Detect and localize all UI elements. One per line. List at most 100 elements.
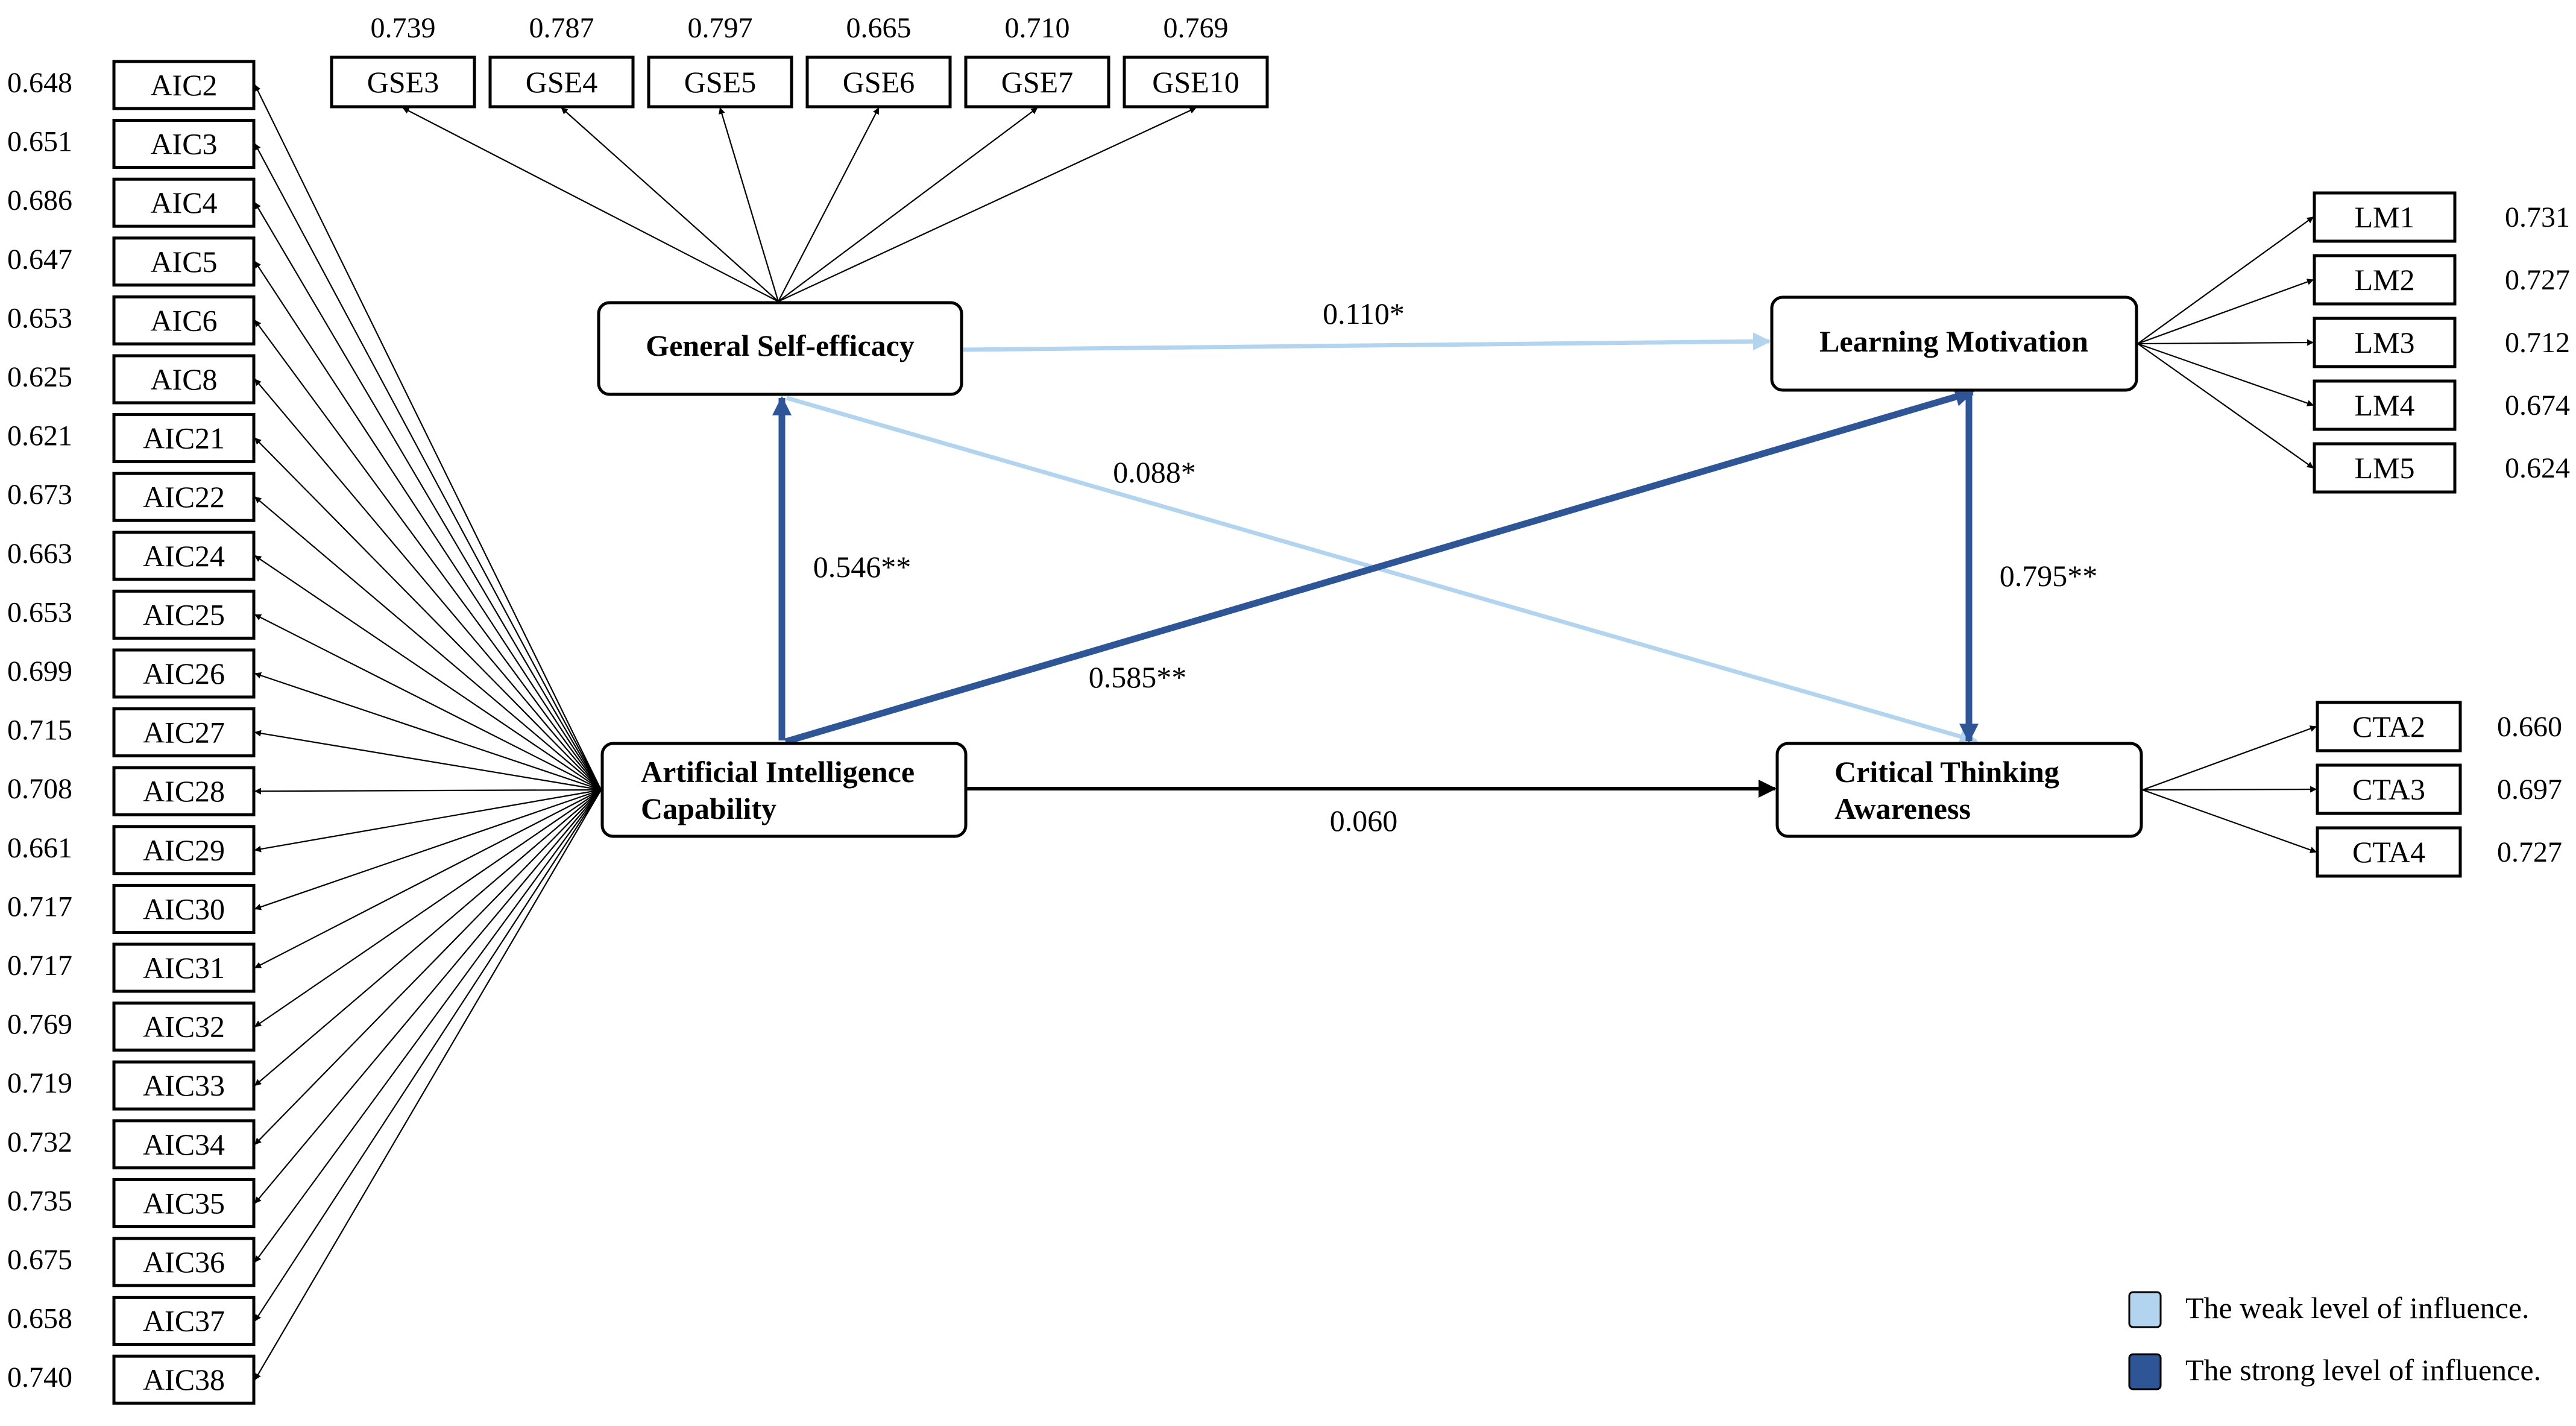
indicator-label: CTA4 [2352, 835, 2425, 869]
indicator-box [964, 55, 1110, 109]
indicator-box [112, 119, 256, 169]
indicator-gse6: GSE6 [805, 55, 952, 109]
arrow-aic-to-aic30 [254, 789, 602, 910]
indicator-box [112, 648, 256, 699]
loading-aic29: 0.661 [7, 832, 72, 864]
loading-aic25: 0.653 [7, 596, 72, 628]
indicator-box [112, 883, 256, 934]
arrow-aic-to-aic8 [254, 379, 602, 790]
indicator-box [112, 1296, 256, 1346]
indicator-label: AIC22 [143, 480, 225, 514]
arrow-aic-to-aic6 [254, 320, 602, 790]
arrow-aic-to-aic37 [254, 789, 602, 1322]
loading-cta2: 0.660 [2497, 711, 2562, 743]
arrow-aic-to-aic28 [254, 787, 602, 795]
loading-gse6: 0.665 [846, 12, 912, 44]
indicator-box [112, 1354, 256, 1405]
indicator-label: AIC29 [143, 833, 225, 867]
indicator-aic26: AIC26 [112, 648, 256, 699]
arrow-aic-to-aic21 [254, 437, 602, 790]
indicator-label: LM3 [2355, 326, 2415, 359]
indicator-aic38: AIC38 [112, 1354, 256, 1405]
indicator-box [112, 1060, 256, 1111]
construct-box [1770, 295, 2138, 392]
loading-gse7: 0.710 [1005, 12, 1070, 44]
indicator-aic3: AIC3 [112, 119, 256, 169]
indicator-box [2316, 701, 2462, 752]
loading-aic8: 0.625 [7, 361, 72, 393]
loading-lm5: 0.624 [2505, 452, 2570, 484]
loading-aic21: 0.621 [7, 420, 72, 452]
arrow-lm-to-lm3 [2137, 339, 2314, 346]
indicator-gse7: GSE7 [964, 55, 1110, 109]
legend: The weak level of influence. The strong … [2128, 1291, 2541, 1390]
indicator-arrows [254, 84, 2317, 1381]
indicator-aic36: AIC36 [112, 1237, 256, 1287]
indicator-label: CTA2 [2352, 710, 2425, 743]
indicator-label: AIC8 [150, 362, 217, 396]
indicator-label: CTA3 [2352, 772, 2425, 806]
construct-label: Learning Motivation [1819, 324, 2088, 358]
indicator-label: LM5 [2355, 451, 2415, 485]
arrow-aic-to-aic3 [254, 143, 602, 790]
arrow-lm-to-lm1 [2137, 216, 2314, 344]
indicator-box [2316, 826, 2462, 878]
construct-label: General Self-efficacy [646, 329, 915, 362]
loading-aic37: 0.658 [7, 1303, 72, 1335]
indicator-label: GSE3 [367, 65, 439, 99]
arrow-cta-to-cta2 [2142, 725, 2317, 791]
arrow-aic-to-aic36 [254, 789, 602, 1263]
indicator-gse4: GSE4 [488, 55, 635, 109]
arrow-lm-to-lm5 [2137, 343, 2314, 468]
legend-swatch-strong [2128, 1353, 2162, 1390]
arrow-aic-to-aic25 [254, 614, 602, 790]
indicator-box [647, 55, 793, 109]
indicator-box [112, 942, 256, 993]
loading-lm1: 0.731 [2505, 201, 2570, 233]
arrow-gse-to-gse4 [561, 107, 779, 302]
loading-aic22: 0.673 [7, 479, 72, 511]
indicator-aic31: AIC31 [112, 942, 256, 993]
indicator-label: LM2 [2355, 263, 2415, 297]
legend-label-strong: The strong level of influence. [2185, 1353, 2541, 1387]
construct-artificial-intelligence-capability: Artificial Intelligence Capability [600, 742, 968, 838]
indicator-label: GSE10 [1152, 65, 1239, 99]
indicator-label: AIC26 [143, 657, 225, 690]
arrow-lm-to-lm2 [2137, 279, 2314, 345]
indicator-boxes: AIC20.648AIC30.651AIC40.686AIC50.647AIC6… [7, 12, 2570, 1405]
arrow-aic-to-aic38 [254, 789, 602, 1381]
indicator-aic25: AIC25 [112, 589, 256, 640]
indicator-label: AIC24 [143, 539, 225, 573]
indicator-label: GSE7 [1001, 65, 1073, 99]
loading-aic24: 0.663 [7, 538, 72, 570]
coef-gse-cta: 0.088* [1113, 455, 1196, 489]
coef-lm-cta: 0.795** [2000, 559, 2098, 593]
arrow-aic-to-aic22 [254, 496, 602, 790]
indicator-aic24: AIC24 [112, 531, 256, 581]
indicator-lm5: LM5 [2313, 442, 2457, 494]
arrow-aic-to-aic4 [254, 202, 602, 790]
arrow-aic-to-aic33 [254, 789, 602, 1087]
indicator-box [112, 295, 256, 345]
arrow-gse-to-gse7 [778, 107, 1038, 302]
indicator-aic22: AIC22 [112, 472, 256, 522]
construct-label-line-2: Capability [641, 792, 776, 825]
indicator-aic5: AIC5 [112, 236, 256, 287]
indicator-box [2313, 191, 2457, 243]
indicator-lm4: LM4 [2313, 379, 2457, 431]
indicator-label: GSE4 [526, 65, 597, 99]
loading-lm3: 0.712 [2505, 327, 2570, 359]
loading-cta4: 0.727 [2497, 836, 2562, 868]
indicator-box [112, 472, 256, 522]
loading-aic5: 0.647 [7, 244, 72, 276]
arrow-lm-to-lm4 [2137, 342, 2314, 406]
indicator-label: AIC33 [143, 1068, 225, 1102]
indicator-label: AIC32 [143, 1010, 225, 1044]
legend-swatch-weak [2128, 1291, 2162, 1328]
indicator-label: AIC38 [143, 1363, 225, 1396]
indicator-label: AIC36 [143, 1245, 225, 1279]
arrow-gse-to-gse10 [778, 107, 1197, 302]
indicator-label: GSE6 [843, 65, 915, 99]
construct-critical-thinking-awareness: Critical Thinking Awareness [1775, 742, 2143, 838]
